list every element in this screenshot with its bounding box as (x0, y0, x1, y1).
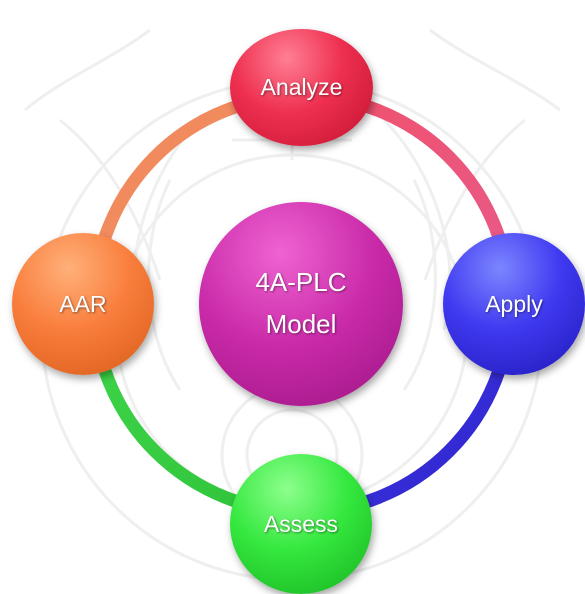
apply-node: Apply (443, 233, 585, 375)
analyze-node: Analyze (230, 29, 373, 146)
center-model-node: 4A-PLC Model (199, 202, 403, 406)
assess-node: Assess (230, 454, 372, 594)
center-title-line1: 4A-PLC (255, 267, 347, 298)
aar-label: AAR (59, 290, 107, 317)
center-title-line2: Model (265, 309, 337, 339)
apply-label: Apply (485, 290, 543, 317)
analyze-label: Analyze (260, 74, 343, 100)
assess-label: Assess (263, 510, 339, 537)
aar-node: AAR (12, 233, 154, 375)
